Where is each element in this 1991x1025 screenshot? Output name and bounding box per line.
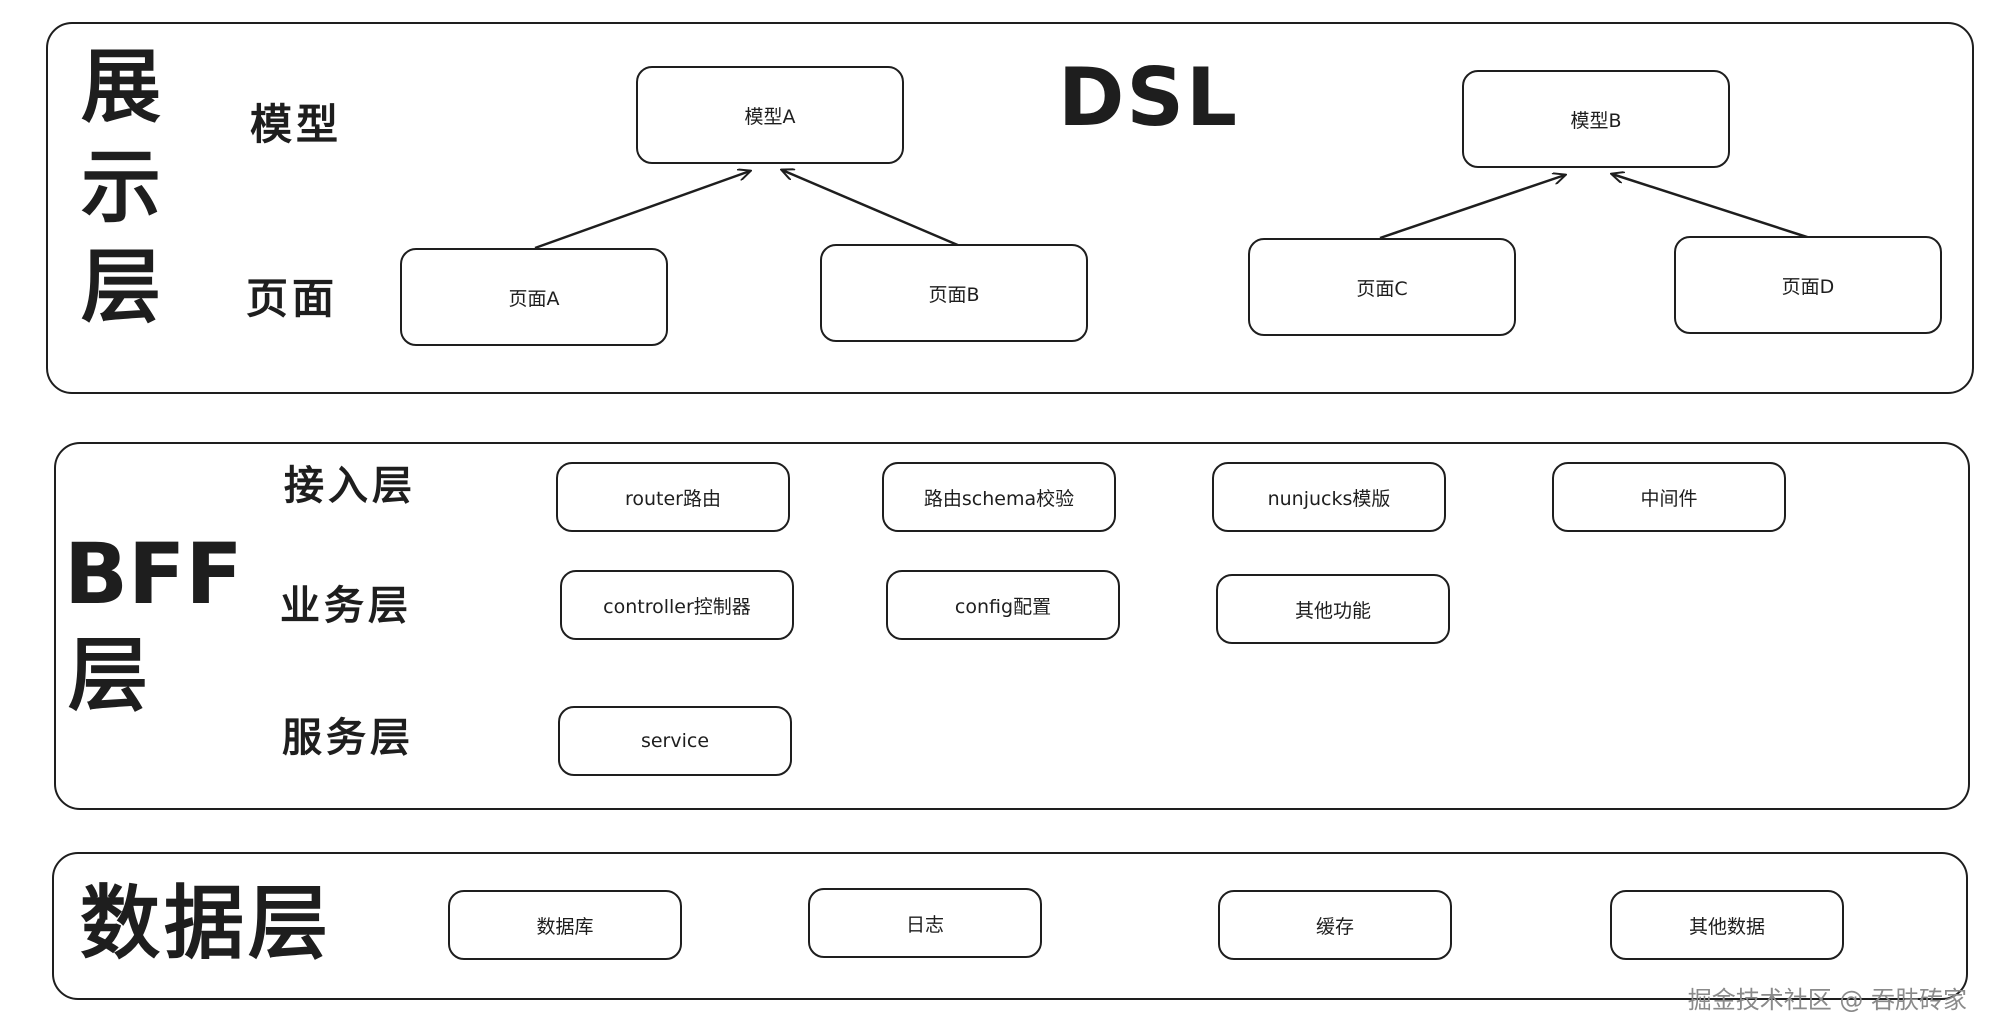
arrow-pageB-to-modelA	[782, 170, 961, 248]
watermark: 掘金技术社区 @ 吞肤砖家	[1687, 986, 1967, 1014]
schema-validation-box: 路由schema校验	[882, 462, 1116, 532]
arrow-pageC-to-modelB	[1379, 175, 1565, 240]
page-d-box: 页面D	[1674, 236, 1942, 334]
cache-box: 缓存	[1218, 890, 1452, 960]
model-a-box: 模型A	[636, 66, 904, 164]
bff-layer-title-line2: 层	[68, 629, 148, 722]
arrow-pageA-to-modelA	[534, 171, 750, 250]
bff-layer-title-line1: BFF	[64, 525, 243, 623]
row-label-model: 模型	[250, 100, 343, 149]
page-c-box: 页面C	[1248, 238, 1516, 336]
data-layer-title: 数据层	[80, 877, 332, 970]
presentation-layer-title: 展示层	[68, 44, 161, 344]
row-label-page: 页面	[246, 274, 339, 323]
other-data-box: 其他数据	[1610, 890, 1844, 960]
middleware-box: 中间件	[1552, 462, 1786, 532]
nunjucks-template-box: nunjucks模版	[1212, 462, 1446, 532]
data-layer	[52, 852, 1968, 1000]
row-label-business: 业务层	[280, 583, 412, 629]
controller-box: controller控制器	[560, 570, 794, 640]
database-box: 数据库	[448, 890, 682, 960]
row-label-access: 接入层	[284, 463, 416, 509]
page-b-box: 页面B	[820, 244, 1088, 342]
arrow-pageD-to-modelB	[1612, 174, 1811, 240]
service-box: service	[558, 706, 792, 776]
config-box: config配置	[886, 570, 1120, 640]
other-functions-box: 其他功能	[1216, 574, 1450, 644]
page-a-box: 页面A	[400, 248, 668, 346]
bff-layer	[54, 442, 1970, 810]
model-b-box: 模型B	[1462, 70, 1730, 168]
dsl-label: DSL	[1058, 51, 1239, 144]
log-box: 日志	[808, 888, 1042, 958]
router-box: router路由	[556, 462, 790, 532]
presentation-layer	[46, 22, 1974, 394]
row-label-service: 服务层	[282, 715, 414, 761]
